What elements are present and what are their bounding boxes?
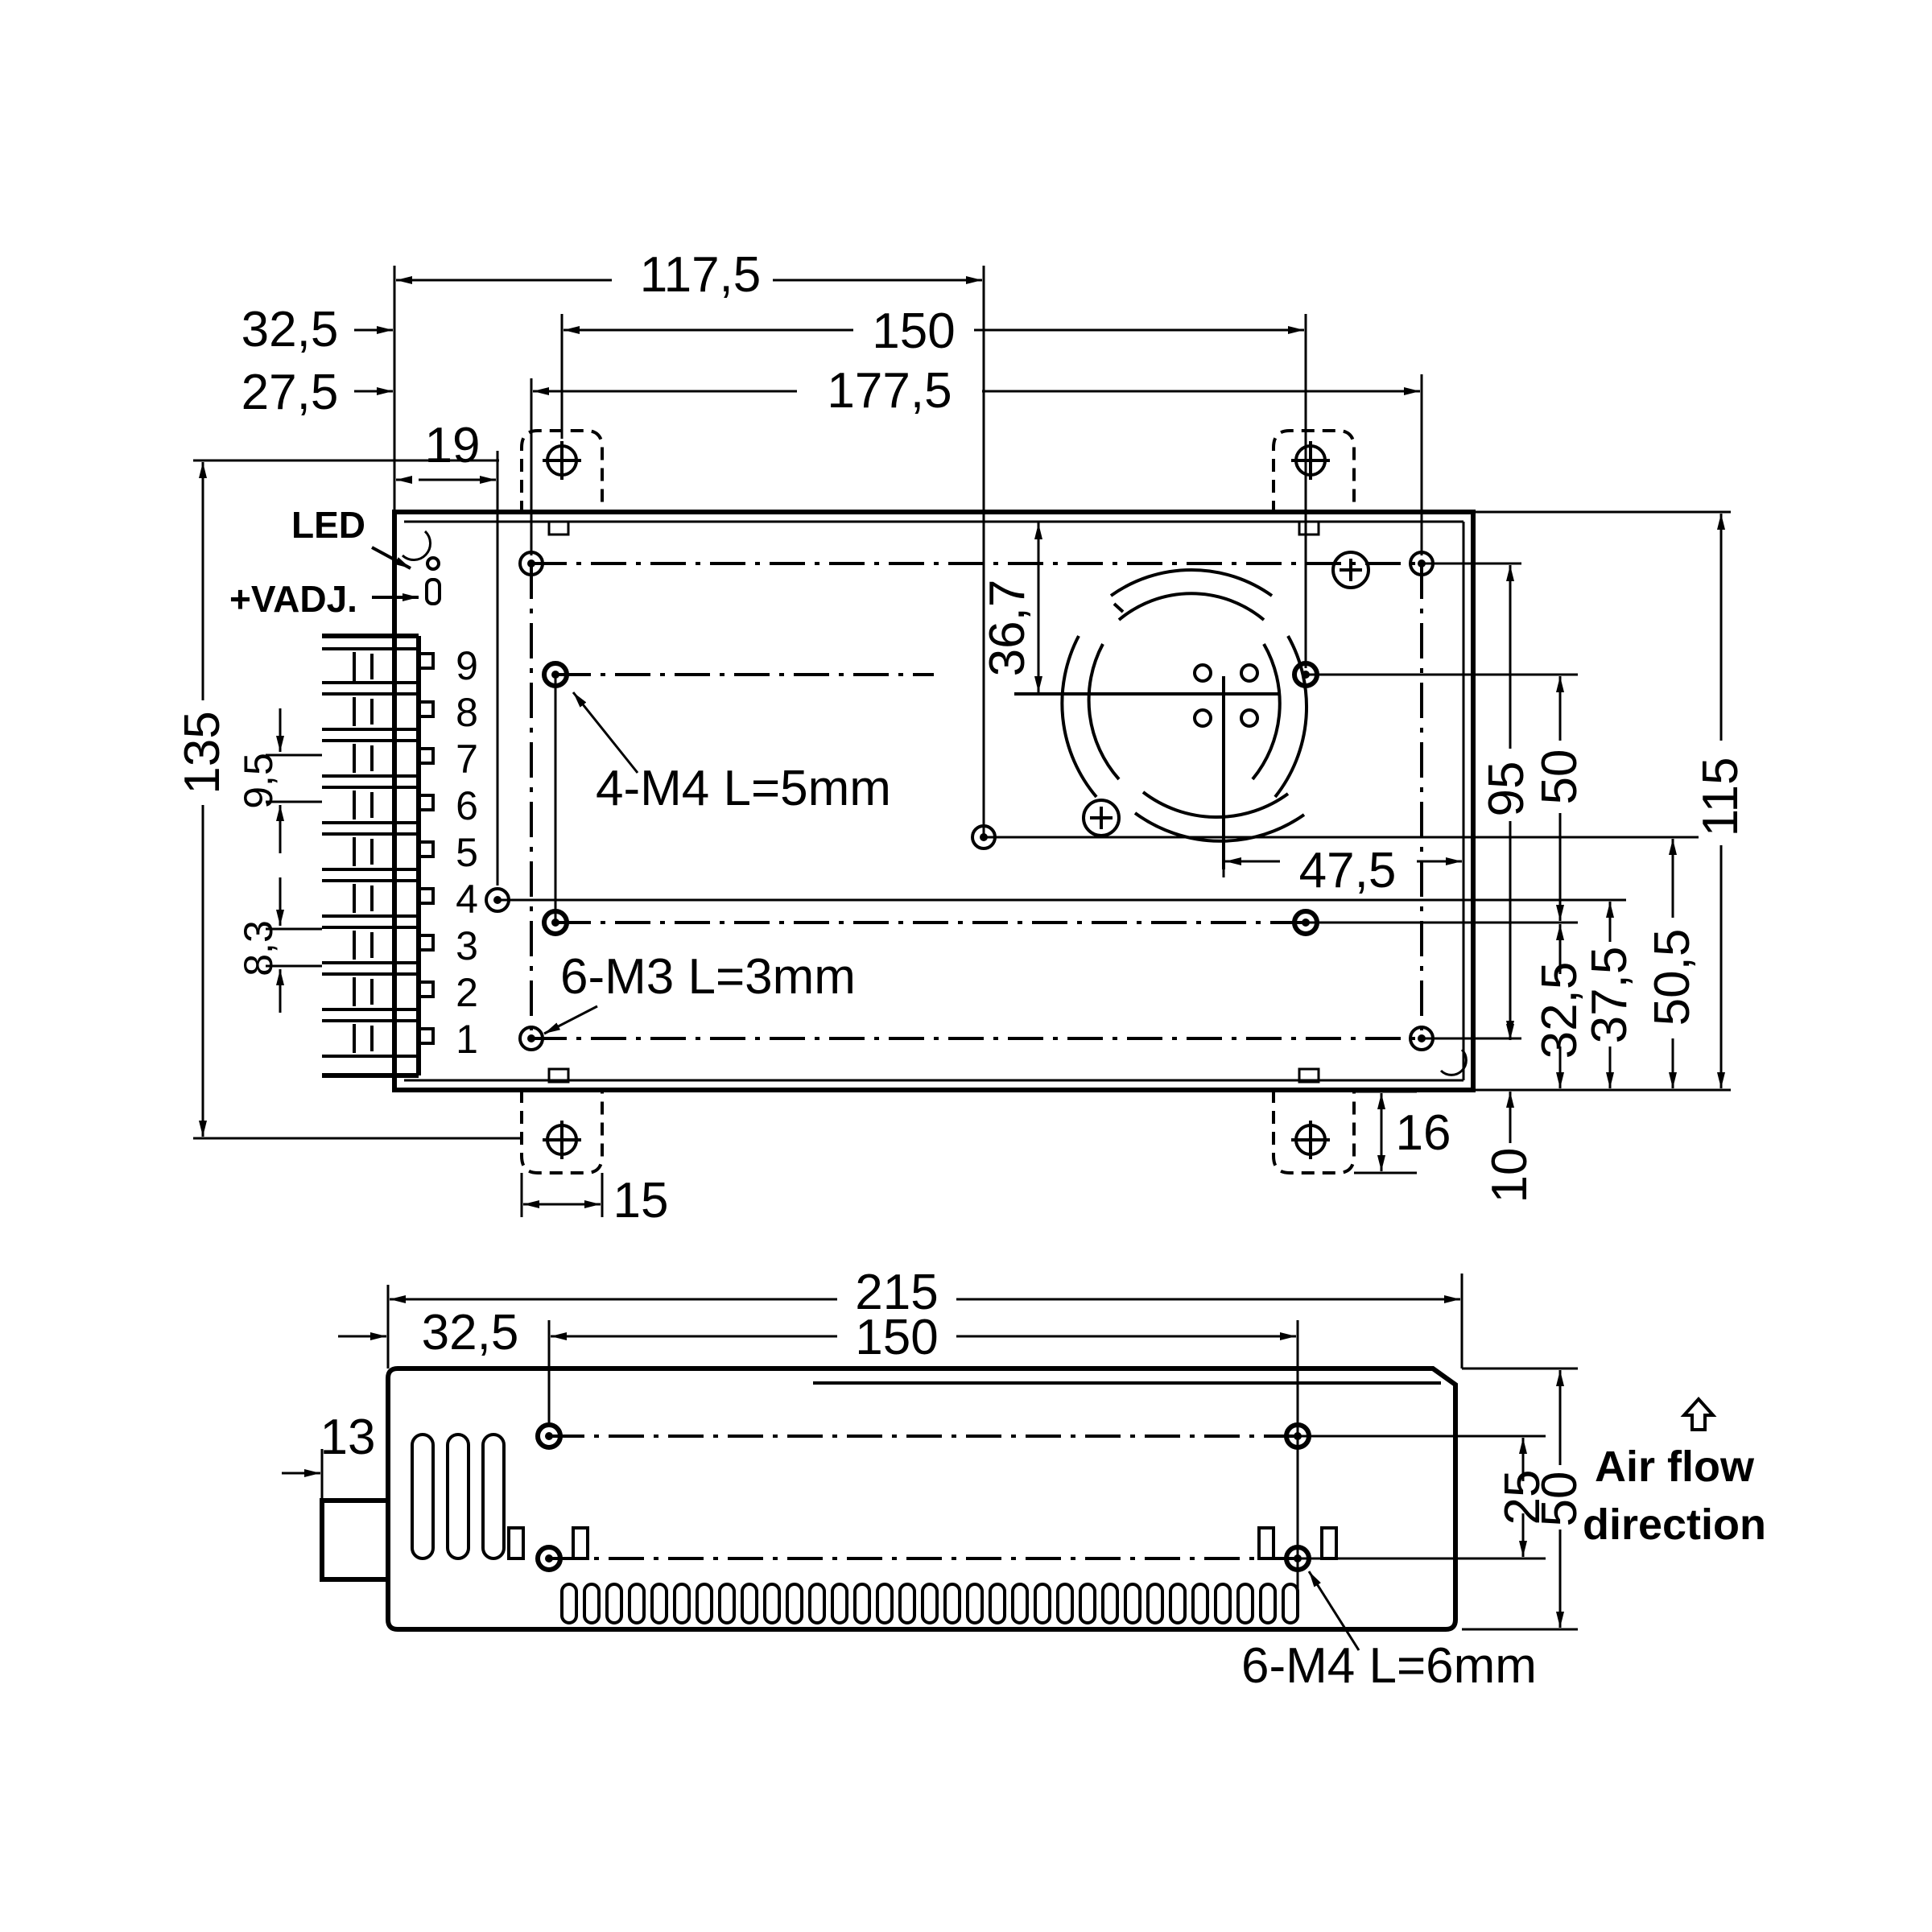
top-view: 9 8 7 6 5 4 3 2 1 LED +VADJ. [175, 247, 1748, 1228]
led-vadj-area: LED +VADJ. [229, 504, 441, 620]
terminal-label: 3 [456, 923, 478, 968]
chassis-outline [392, 510, 1476, 1092]
dim-50: 50 [1532, 749, 1587, 805]
dim-50-side: 50 [1532, 1472, 1587, 1527]
terminal-block-side [320, 1498, 390, 1582]
mounting-bracket-top-left [520, 429, 604, 536]
dim-150: 150 [872, 303, 955, 359]
dim-115: 115 [1693, 758, 1748, 837]
dim-36-7: 36,7 [980, 580, 1035, 677]
dimension-lines [199, 276, 1725, 1208]
terminal-label: 7 [456, 737, 478, 782]
m4-side-hole [535, 1545, 563, 1572]
extension-lines [193, 266, 1731, 1217]
terminal-label: 4 [456, 877, 478, 922]
m4-hole [1292, 909, 1319, 936]
dim-25: 25 [1495, 1470, 1550, 1525]
terminal-label: 9 [456, 643, 478, 688]
dim-27-5: 27,5 [242, 365, 339, 420]
terminal-label: 5 [456, 830, 478, 875]
dim-32-5-vertical: 32,5 [1532, 962, 1587, 1059]
led-indicator [426, 556, 440, 571]
side-dimension-lines [282, 1295, 1564, 1651]
dim-32-5: 32,5 [242, 302, 339, 357]
side-extension-lines [320, 1274, 1578, 1631]
side-chassis-outline [320, 1366, 1458, 1632]
airflow-label-line2: direction [1583, 1501, 1766, 1549]
m4-hole [542, 909, 569, 936]
note-4-m4: 4-M4 L=5mm [596, 761, 891, 816]
dim-15: 15 [613, 1173, 669, 1228]
m3-hole-pattern [485, 551, 1435, 1051]
fan-screw-icon [1331, 551, 1370, 589]
bottom-vent-slots [560, 1583, 1299, 1624]
mounting-bracket-top-right [1272, 429, 1356, 536]
mounting-bracket-bottom-left [520, 1067, 604, 1174]
dim-50-5: 50,5 [1645, 929, 1700, 1026]
dim-117-5: 117,5 [640, 247, 762, 303]
dim-13: 13 [320, 1410, 376, 1465]
dim-37-5: 37,5 [1582, 947, 1637, 1044]
terminal-screws [322, 647, 419, 1058]
dim-32-5-side: 32,5 [422, 1305, 519, 1360]
fan [1014, 551, 1370, 869]
terminal-tabs [417, 652, 435, 1045]
terminal-label: 6 [456, 783, 478, 828]
terminal-label: 2 [456, 970, 478, 1015]
side-dimension-labels: 215 32,5 150 13 25 50 6-M4 L=6mm [320, 1265, 1587, 1694]
dim-16: 16 [1396, 1105, 1451, 1161]
dim-47-5: 47,5 [1299, 843, 1397, 898]
dimension-labels: 117,5 32,5 150 27,5 177,5 19 135 9,5 8,3… [175, 247, 1748, 1228]
dim-9-5: 9,5 [236, 753, 281, 809]
airflow-indicator: Air flow direction [1583, 1397, 1766, 1549]
dim-95: 95 [1479, 762, 1534, 817]
note-6-m4: 6-M4 L=6mm [1241, 1638, 1537, 1694]
m4-hole [542, 661, 569, 688]
m4-hole-pattern [542, 661, 1578, 936]
dim-135: 135 [175, 711, 230, 794]
dim-177-5: 177,5 [827, 363, 952, 419]
terminal-label: 8 [456, 690, 478, 735]
vadj-label: +VADJ. [229, 578, 357, 620]
dim-19: 19 [425, 418, 481, 473]
m3-hole [518, 1026, 544, 1051]
dim-8-3: 8,3 [236, 920, 281, 976]
dim-150-side: 150 [855, 1310, 938, 1365]
up-arrow-outline-icon [1680, 1397, 1717, 1431]
fan-screw-icon [1082, 799, 1121, 837]
dim-215: 215 [855, 1265, 938, 1320]
dim-10: 10 [1482, 1148, 1538, 1203]
side-hole-pattern [535, 1422, 1311, 1572]
airflow-label-line1: Air flow [1595, 1443, 1755, 1491]
note-6-m3: 6-M3 L=3mm [560, 949, 856, 1005]
terminal-label: 1 [456, 1017, 478, 1062]
side-view: 215 32,5 150 13 25 50 6-M4 L=6mm Air flo… [282, 1265, 1766, 1694]
terminal-block: 9 8 7 6 5 4 3 2 1 [322, 634, 478, 1078]
led-label: LED [291, 504, 365, 546]
vadj-potentiometer [425, 578, 441, 605]
mounting-bracket-bottom-right [1272, 1067, 1356, 1174]
